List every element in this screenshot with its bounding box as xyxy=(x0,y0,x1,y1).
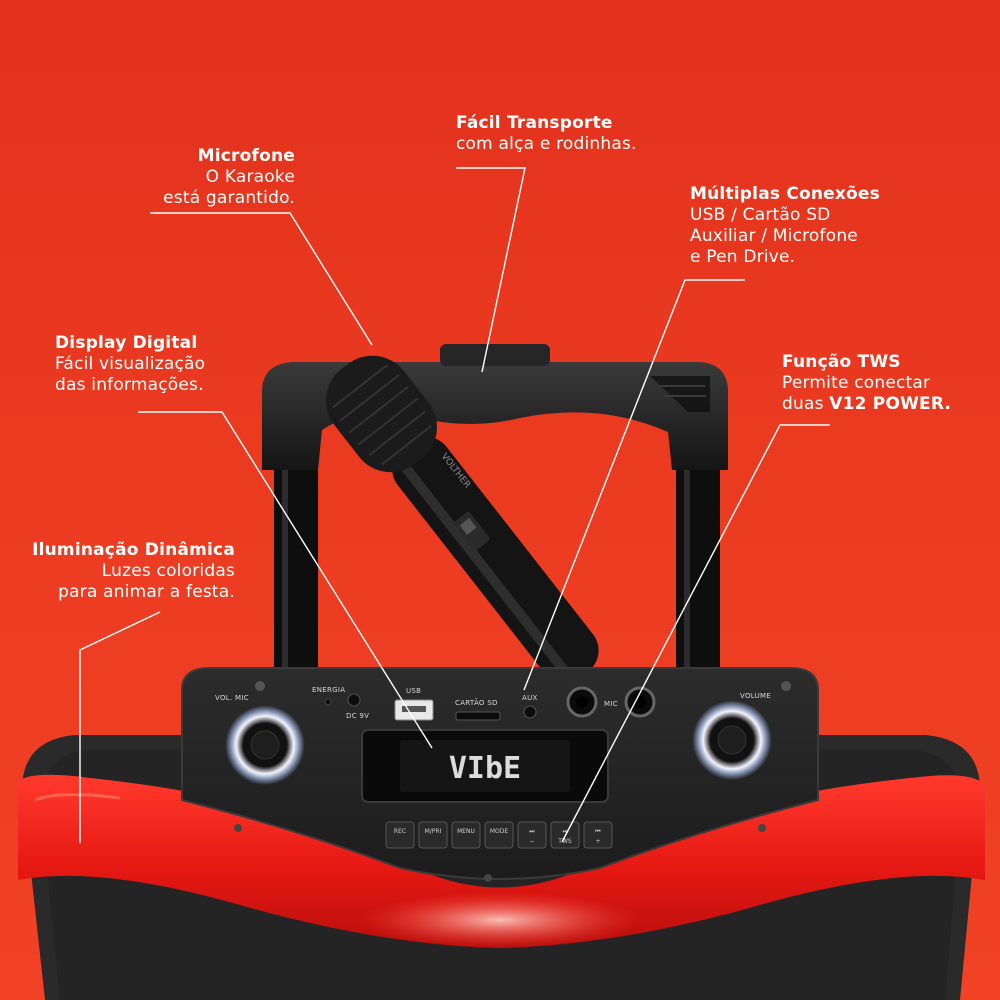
leader-display xyxy=(138,411,433,749)
callout-transporte-title: Fácil Transporte xyxy=(456,113,613,133)
dc-label: DC 9V xyxy=(346,712,369,720)
digital-display: VIbE xyxy=(361,729,609,803)
aux-label: AUX xyxy=(522,694,538,702)
panel-button-3[interactable]: MODE xyxy=(484,821,514,849)
callout-tws-line-1: Permite conectar xyxy=(782,373,931,393)
panel-button-sub: TWS xyxy=(557,838,572,845)
panel-button-label: ⏮ xyxy=(595,828,601,835)
callout-conexoes-line-1: USB / Cartão SD xyxy=(690,205,831,225)
panel-button-6[interactable]: ⏮+ xyxy=(583,821,613,849)
callout-iluminacao-line-2: para animar a festa. xyxy=(58,582,235,602)
callout-transporte-line-1: com alça e rodinhas. xyxy=(456,134,637,154)
power-led xyxy=(324,698,332,706)
callout-conexoes-title: Múltiplas Conexões xyxy=(690,184,880,204)
display-text: VIbE xyxy=(449,751,521,786)
vol-mic-knob[interactable] xyxy=(225,705,305,785)
callout-iluminacao-title: Iluminação Dinâmica xyxy=(32,540,235,560)
panel-button-sub: − xyxy=(529,838,534,845)
callout-tws: Função TWS Permite conectar duas V12 POW… xyxy=(782,352,951,415)
callout-tws-title: Função TWS xyxy=(782,352,901,372)
panel-button-sub: + xyxy=(595,838,600,845)
dc-port[interactable] xyxy=(347,693,361,707)
panel-button-label: M/PRI xyxy=(425,828,442,835)
panel-button-0[interactable]: REC xyxy=(385,821,415,849)
leader-iluminacao xyxy=(79,611,161,843)
vol-mic-label: VOL. MIC xyxy=(215,694,249,702)
panel-button-label: ⏭ xyxy=(529,828,535,835)
control-panel: VOL. MIC VOLUME ENERGIA DC 9V USB CARTÃO… xyxy=(181,667,819,882)
usb-label: USB xyxy=(406,687,421,695)
leader-lines xyxy=(79,167,830,843)
leader-tws xyxy=(561,424,830,843)
callout-microfone-line-1: O Karaoke xyxy=(205,167,295,187)
leader-transporte xyxy=(456,167,526,373)
callout-tws-line-2: duas V12 POWER. xyxy=(782,394,951,415)
callout-microfone: Microfone O Karaoke está garantido. xyxy=(163,146,295,209)
callout-display-title: Display Digital xyxy=(55,333,198,353)
leader-microfone xyxy=(150,212,373,346)
panel-button-label: MODE xyxy=(490,828,509,835)
panel-button-label: REC xyxy=(394,828,406,835)
callout-display-line-2: das informações. xyxy=(55,375,204,395)
callout-transporte: Fácil Transporte com alça e rodinhas. xyxy=(456,113,637,155)
callout-microfone-title: Microfone xyxy=(197,146,295,166)
callout-display-line-1: Fácil visualização xyxy=(55,354,206,374)
callout-conexoes: Múltiplas Conexões USB / Cartão SD Auxil… xyxy=(690,184,880,268)
volume-knob[interactable] xyxy=(692,700,772,780)
trolley-poles xyxy=(274,440,720,680)
callout-iluminacao-line-1: Luzes coloridas xyxy=(101,561,235,581)
callout-conexoes-line-3: e Pen Drive. xyxy=(690,247,796,267)
callout-tws-prefix: duas xyxy=(782,394,830,414)
panel-button-2[interactable]: MENU xyxy=(451,821,481,849)
microphone: VOLTHER xyxy=(326,355,599,683)
callout-iluminacao: Iluminação Dinâmica Luzes coloridas para… xyxy=(32,540,235,603)
panel-button-label: ⏯ xyxy=(563,828,568,835)
cartao-label: CARTÃO SD xyxy=(455,698,498,707)
callout-display: Display Digital Fácil visualização das i… xyxy=(55,333,205,396)
energia-label: ENERGIA xyxy=(312,686,345,694)
leader-conexoes xyxy=(523,279,745,691)
volume-label: VOLUME xyxy=(740,692,771,700)
callout-microfone-line-2: está garantido. xyxy=(163,188,295,208)
panel-button-1[interactable]: M/PRI xyxy=(418,821,448,849)
panel-button-4[interactable]: ⏭− xyxy=(517,821,547,849)
callout-tws-model: V12 POWER. xyxy=(829,394,952,414)
callout-conexoes-line-2: Auxiliar / Microfone xyxy=(690,226,858,246)
panel-button-label: MENU xyxy=(457,828,475,835)
aux-port[interactable] xyxy=(523,705,537,719)
mic-label: MIC xyxy=(604,700,618,708)
sd-slot[interactable] xyxy=(455,711,501,721)
